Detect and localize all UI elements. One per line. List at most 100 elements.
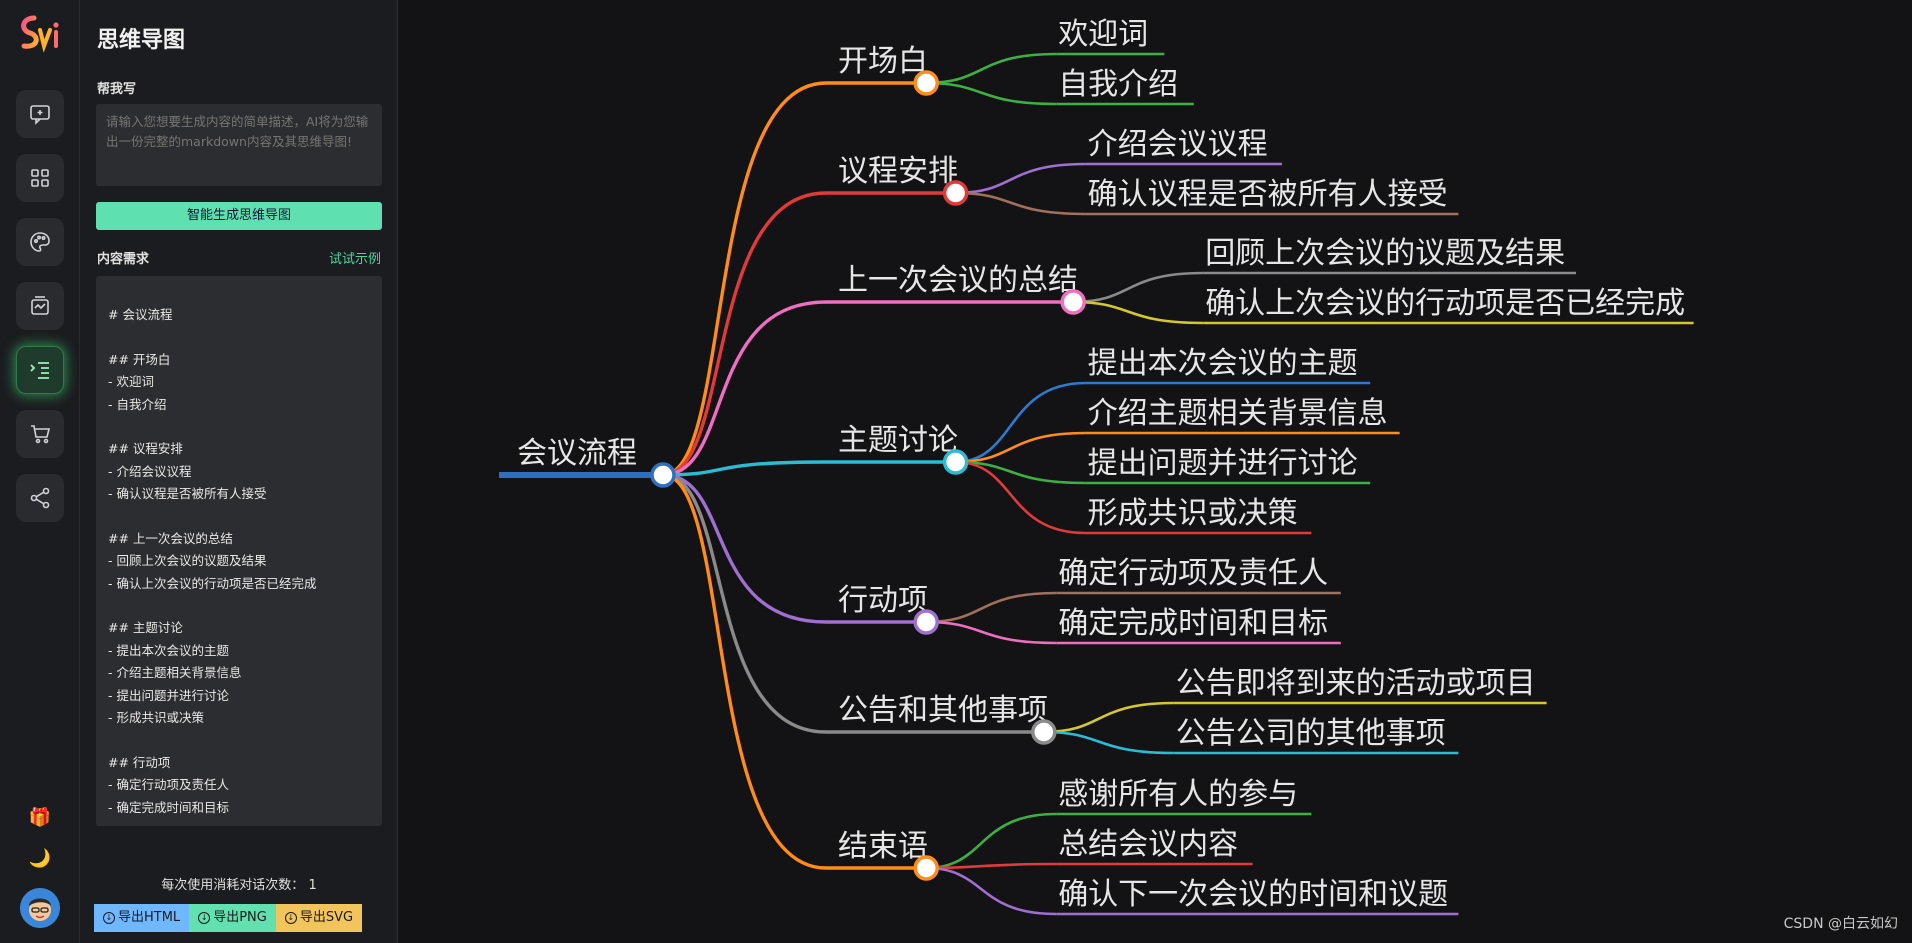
download-icon: ↓ xyxy=(198,912,211,924)
branch-node-label[interactable]: 上一次会议的总结 xyxy=(838,263,1078,298)
usage-count: 1 xyxy=(308,878,317,893)
child-link xyxy=(955,460,1086,535)
markdown-line: - 确定完成时间和目标 xyxy=(108,799,229,815)
child-link xyxy=(955,431,1086,464)
chat-button[interactable] xyxy=(16,90,64,138)
branch-link xyxy=(662,81,827,477)
mindmap-canvas[interactable]: 会议流程 开场白 欢迎词自我介绍议程安排 介绍会议议程确认议程是否被所有人接受上一次会… xyxy=(399,0,1912,943)
child-node-label[interactable]: 自我介绍 xyxy=(1058,67,1178,102)
child-link xyxy=(926,52,1057,85)
child-link xyxy=(955,460,1086,485)
child-node-label[interactable]: 公告即将到来的活动或项目 xyxy=(1176,666,1536,701)
child-node-label[interactable]: 介绍会议议程 xyxy=(1088,127,1268,162)
child-link xyxy=(926,812,1057,870)
branch-node-label[interactable]: 主题讨论 xyxy=(838,423,958,458)
generate-mindmap-button[interactable]: 智能生成思维导图 xyxy=(96,202,382,230)
child-node-label[interactable]: 确定行动项及责任人 xyxy=(1058,556,1328,591)
export-button-svg[interactable]: ↓导出SVG xyxy=(275,904,363,932)
child-link xyxy=(926,81,1057,106)
markdown-line: ## 开场白 xyxy=(108,351,171,367)
export-label: 导出HTML xyxy=(118,910,181,925)
markdown-line: - 提出问题并进行讨论 xyxy=(108,687,229,703)
side-panel: 思维导图 帮我写 智能生成思维导图 内容需求 试试示例 # 会议流程 ## 开场… xyxy=(80,0,398,943)
avatar[interactable] xyxy=(20,888,60,928)
app-logo xyxy=(14,8,66,58)
branch-link xyxy=(662,300,827,477)
child-node-label[interactable]: 确认议程是否被所有人接受 xyxy=(1088,177,1448,212)
theme-button[interactable] xyxy=(16,218,64,266)
content-label: 内容需求 xyxy=(97,252,150,267)
branch-node-label[interactable]: 行动项 xyxy=(838,583,928,618)
child-node-label[interactable]: 确认上次会议的行动项是否已经完成 xyxy=(1205,286,1685,321)
child-node-label[interactable]: 形成共识或决策 xyxy=(1088,496,1298,531)
branch-node-label[interactable]: 公告和其他事项 xyxy=(838,693,1048,728)
export-button-png[interactable]: ↓导出PNG xyxy=(189,904,276,932)
child-node-label[interactable]: 欢迎词 xyxy=(1058,17,1148,52)
child-link xyxy=(1043,701,1174,734)
child-node-label[interactable]: 提出问题并进行讨论 xyxy=(1088,446,1358,481)
child-node-label[interactable]: 公告公司的其他事项 xyxy=(1176,716,1446,751)
prompt-input[interactable] xyxy=(96,104,382,186)
child-node-label[interactable]: 确定完成时间和目标 xyxy=(1058,606,1328,641)
share-button[interactable] xyxy=(16,474,64,522)
child-link xyxy=(955,162,1086,195)
child-link xyxy=(1073,271,1204,304)
branch-node-toggle[interactable] xyxy=(1031,719,1057,745)
share-icon xyxy=(30,487,50,509)
child-link xyxy=(926,862,1057,870)
style-button[interactable] xyxy=(16,282,64,330)
branch-node-toggle[interactable] xyxy=(913,70,939,96)
cart-icon xyxy=(31,425,51,444)
branch-link xyxy=(662,473,827,734)
branch-link xyxy=(662,473,827,624)
markdown-line xyxy=(108,416,370,438)
markdown-line: ## 上一次会议的总结 xyxy=(108,530,233,546)
child-node-label[interactable]: 感谢所有人的参与 xyxy=(1058,777,1298,812)
usage-text: 每次使用消耗对话次数： xyxy=(161,878,305,893)
branch-node-toggle[interactable] xyxy=(942,180,969,206)
moon-icon[interactable]: 🌙 xyxy=(28,847,52,869)
markdown-line: - 确定行动项及责任人 xyxy=(108,777,229,793)
palette-icon xyxy=(30,232,50,252)
template-icon xyxy=(31,296,49,315)
markdown-line: - 提出本次会议的主题 xyxy=(108,642,229,658)
export-buttons: ↓导出HTML↓导出PNG↓导出SVG xyxy=(94,904,363,932)
outline-button[interactable] xyxy=(16,346,64,394)
branch-link xyxy=(662,460,827,477)
markdown-line: - 自我介绍 xyxy=(108,396,167,412)
branch-link xyxy=(662,191,827,477)
child-node-label[interactable]: 确认下一次会议的时间和议题 xyxy=(1058,877,1448,912)
root-node-label[interactable]: 会议流程 xyxy=(517,436,637,471)
markdown-line xyxy=(108,506,370,528)
markdown-editor[interactable]: # 会议流程 ## 开场白- 欢迎词- 自我介绍 ## 议程安排- 介绍会议议程… xyxy=(96,276,382,826)
child-node-label[interactable]: 介绍主题相关背景信息 xyxy=(1088,396,1388,431)
branch-node-toggle[interactable] xyxy=(913,855,939,881)
child-node-label[interactable]: 回顾上次会议的议题及结果 xyxy=(1205,236,1565,271)
child-node-label[interactable]: 总结会议内容 xyxy=(1058,827,1238,862)
markdown-line: ## 议程安排 xyxy=(108,441,183,457)
markdown-line: - 欢迎词 xyxy=(108,374,154,390)
shop-button[interactable] xyxy=(16,410,64,458)
panel-title: 思维导图 xyxy=(97,28,186,53)
export-button-html[interactable]: ↓导出HTML xyxy=(94,904,190,932)
templates-grid-button[interactable] xyxy=(16,154,64,202)
branch-link xyxy=(662,473,827,870)
branch-node-toggle[interactable] xyxy=(942,449,969,475)
markdown-line: # 会议流程 xyxy=(108,307,173,322)
branch-node-toggle[interactable] xyxy=(913,609,939,635)
child-node-label[interactable]: 提出本次会议的主题 xyxy=(1088,346,1358,381)
try-example-link[interactable]: 试试示例 xyxy=(328,252,381,267)
root-node-toggle[interactable] xyxy=(650,462,676,488)
child-link xyxy=(926,591,1057,624)
markdown-line: - 确认议程是否被所有人接受 xyxy=(108,486,267,502)
branch-node-label[interactable]: 结束语 xyxy=(838,829,928,864)
branch-node-label[interactable]: 议程安排 xyxy=(838,154,958,189)
child-link xyxy=(955,381,1086,464)
branch-node-toggle[interactable] xyxy=(1060,289,1086,315)
gift-icon[interactable]: 🎁 xyxy=(28,806,52,828)
markdown-line: ## 行动项 xyxy=(108,754,171,770)
download-icon: ↓ xyxy=(284,912,297,924)
branch-node-label[interactable]: 开场白 xyxy=(838,44,928,79)
